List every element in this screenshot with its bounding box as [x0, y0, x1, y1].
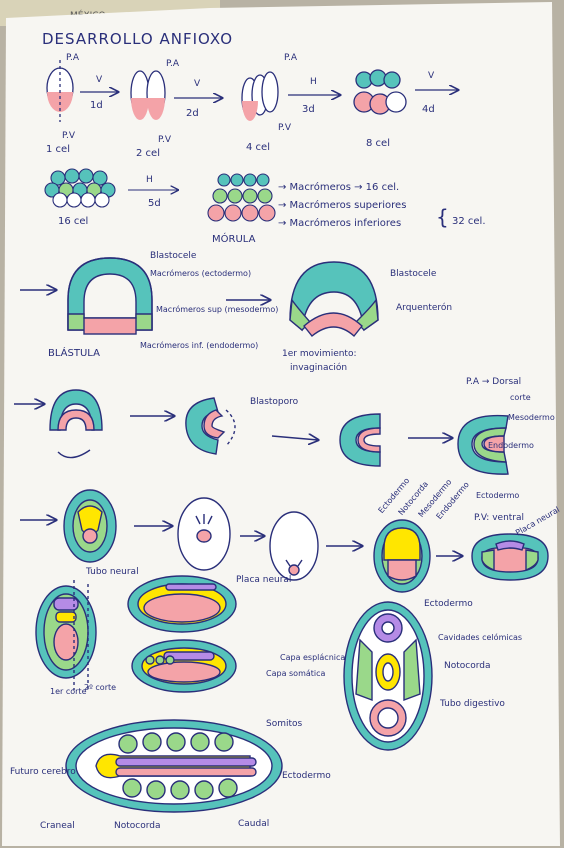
morula-line-1: → Macrómeros → 16 cel. — [278, 181, 399, 193]
section-corte-1: 1er corte — [50, 687, 87, 696]
embryo-drawing — [65, 719, 283, 813]
mark-h-3: H — [310, 77, 317, 87]
orientation-label-1: Mesodermo — [508, 413, 555, 422]
gastrula-caption-1: 1er movimiento: — [282, 349, 357, 359]
section-tubo-neural: Tubo neural — [85, 567, 139, 577]
morula-drawing — [207, 173, 276, 222]
mark-v-4: V — [428, 71, 435, 81]
label-pv-2: P.V — [158, 135, 172, 145]
cross-label-ectodermo: Ectodermo — [424, 599, 473, 609]
blastula-label-2: Macrómeros (ectodermo) — [150, 268, 251, 278]
arrow-label-5d: 5d — [148, 198, 161, 209]
label-pa-2: P.A — [166, 59, 180, 69]
cross-label-notocorda: Notocorda — [444, 661, 491, 671]
orientation-corte: corte — [510, 393, 531, 402]
morula-line-2: → Macrómeros superiores — [278, 199, 406, 211]
embryo-futuro-cerebro: Futuro cerebro — [10, 767, 76, 777]
morula-line-3: → Macrómeros inferiores — [278, 217, 401, 229]
blastula-label-1: Blastocele — [150, 251, 197, 261]
gastrula-drawing — [289, 261, 379, 338]
blastula-label-3: Macrómeros sup (mesodermo) — [156, 304, 278, 314]
cross-label-somatica: Capa somática — [266, 669, 326, 678]
cross-section-drawing — [343, 601, 433, 751]
stage-1cel: 1 cel — [46, 144, 70, 155]
embryo-craneal: Craneal — [40, 821, 75, 831]
cross-label-esplacnica: Capa esplácnica — [280, 653, 345, 662]
embryo-ectodermo: Ectodermo — [282, 771, 331, 781]
blastula-label-4: Macrómeros inf. (endodermo) — [140, 340, 258, 350]
stage-16cel: 16 cel — [58, 216, 88, 227]
sections-row — [35, 575, 237, 693]
gastrula-label-1: Blastocele — [390, 269, 437, 279]
page-title: DESARROLLO ANFIOXO — [42, 30, 233, 48]
section-corte-2: 2º corte — [84, 683, 116, 692]
invagination-row — [14, 389, 509, 475]
cell-8 — [353, 69, 407, 115]
arrow-label-2d: 2d — [186, 108, 199, 119]
orientation-label-2: Endodermo — [488, 441, 534, 450]
arrow-label-1d: 1d — [90, 100, 103, 111]
morula-total: 32 cel. — [452, 216, 486, 227]
neurula-row — [20, 489, 549, 593]
label-pv-4: P.V — [278, 123, 292, 133]
blastula-drawing — [20, 257, 270, 335]
cross-label-tubo: Tubo digestivo — [439, 699, 505, 709]
orientation-pa-dorsal: P.A → Dorsal — [466, 377, 521, 387]
label-pa-4: P.A — [284, 53, 298, 63]
cells-16 — [44, 168, 178, 208]
arrow-label-3d: 3d — [302, 104, 315, 115]
stage-4cel: 4 cel — [246, 142, 270, 153]
gastrula-label-2: Arquenterón — [396, 302, 452, 313]
arrow-label-4d: 4d — [422, 104, 435, 115]
morula-brace: { — [436, 205, 449, 229]
mark-h-5: H — [146, 175, 153, 185]
blastula-title: BLÁSTULA — [48, 346, 100, 359]
stage-2cel: 2 cel — [136, 148, 160, 159]
orientation-label-3: Ectodermo — [476, 491, 519, 500]
section-placa-neural: Placa neural — [236, 575, 291, 585]
label-pa-1: P.A — [66, 53, 80, 63]
embryo-caudal: Caudal — [238, 819, 269, 829]
mark-v-2: V — [194, 79, 201, 89]
embryo-notocorda: Notocorda — [114, 821, 161, 831]
cleavage-row — [46, 60, 458, 122]
gastrula-caption-2: invaginación — [290, 362, 347, 373]
embryo-somitos: Somitos — [266, 719, 303, 729]
morula-title: MÓRULA — [212, 232, 256, 245]
mark-v-1: V — [96, 75, 103, 85]
label-pv-1: P.V — [62, 131, 76, 141]
blastoporo-label: Blastoporo — [250, 397, 299, 407]
cross-label-cavidades: Cavidades celómicas — [438, 632, 522, 642]
stage-8cel: 8 cel — [366, 138, 390, 149]
neurula-pv-ventral: P.V: ventral — [474, 513, 524, 523]
